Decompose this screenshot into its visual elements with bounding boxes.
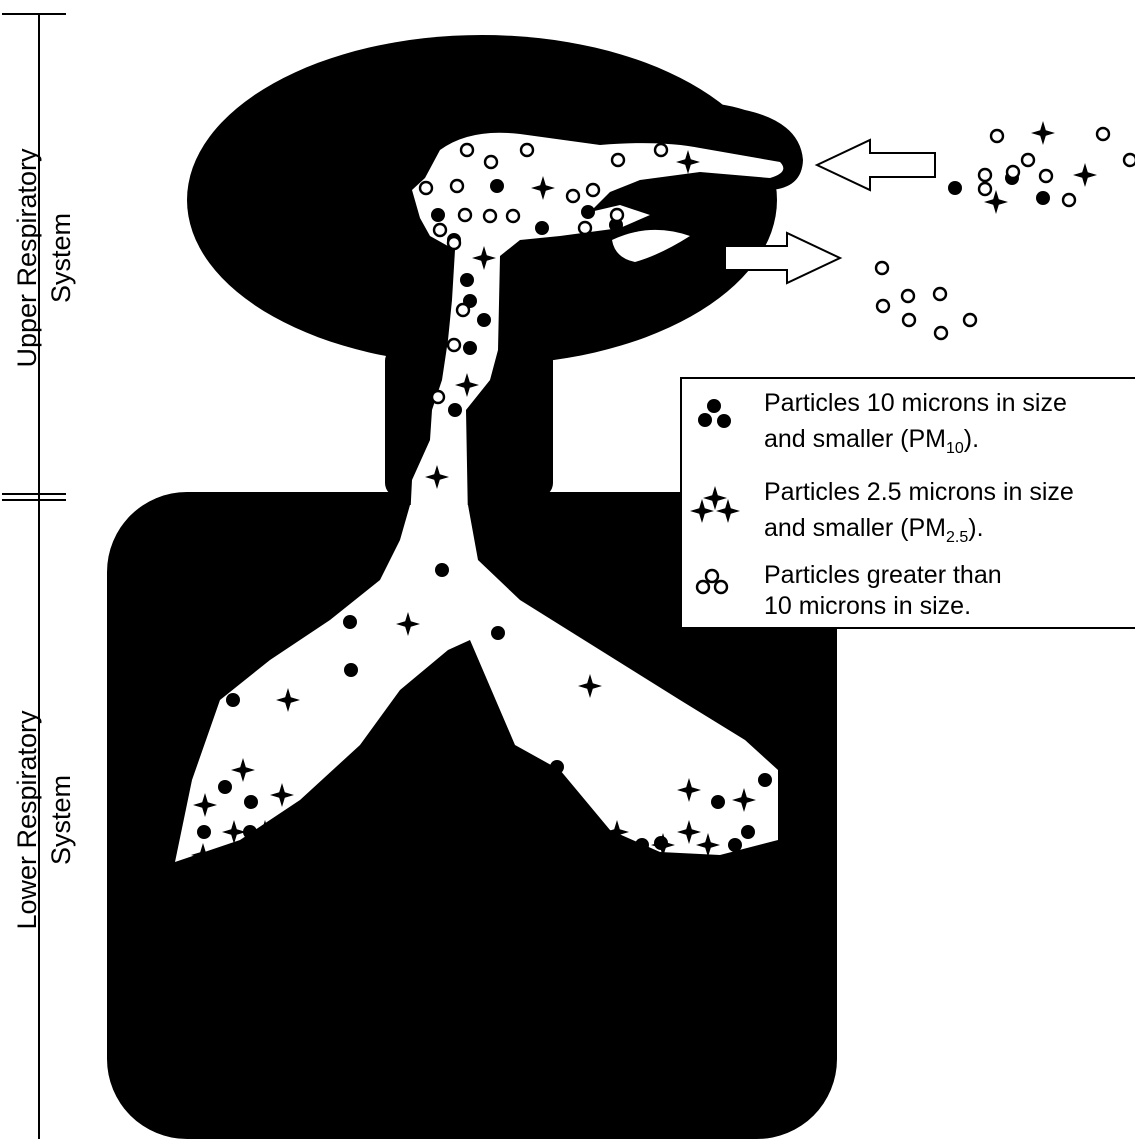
large-particle — [519, 142, 535, 158]
pm10-particle — [431, 208, 445, 222]
large-particle — [1122, 152, 1135, 168]
large-particle — [933, 325, 949, 341]
large-particle — [1005, 164, 1021, 180]
upper-label-line1: Upper Respiratory — [12, 148, 42, 368]
pm10-particle — [758, 773, 772, 787]
arrow-left-icon — [814, 138, 936, 192]
large-particle — [1095, 126, 1111, 142]
large-particle — [432, 222, 448, 238]
pm10-particle — [635, 838, 649, 852]
large-particle — [418, 180, 434, 196]
large-particle — [977, 167, 993, 183]
large-particle — [901, 312, 917, 328]
large-particle — [455, 302, 471, 318]
pm10-particle — [948, 181, 962, 195]
pm10-particle — [344, 663, 358, 677]
large-particle — [457, 207, 473, 223]
legend-box — [680, 377, 1135, 629]
legend-pm25-line2: and smaller (PM2.5). — [764, 514, 984, 546]
large-particle — [1061, 192, 1077, 208]
large-particle — [989, 128, 1005, 144]
legend-pm25-line1: Particles 2.5 microns in size — [764, 478, 1074, 506]
pm10-particle — [244, 795, 258, 809]
large-particle — [505, 208, 521, 224]
large-particle — [653, 142, 669, 158]
large-particle — [962, 312, 978, 328]
large-particle — [610, 152, 626, 168]
pm25-particle — [1073, 163, 1097, 187]
pm10-particle — [550, 760, 564, 774]
pm10-particle — [463, 341, 477, 355]
pm10-particle — [491, 626, 505, 640]
arrow-right-icon — [724, 231, 843, 285]
pm10-particle — [1036, 191, 1050, 205]
particles — [191, 121, 1135, 867]
large-particle — [1038, 168, 1054, 184]
pm10-particle — [435, 563, 449, 577]
pm10-particle — [477, 313, 491, 327]
oral-passage — [612, 229, 690, 262]
large-particle — [482, 208, 498, 224]
legend-large-line2: 10 microns in size. — [764, 592, 971, 620]
large-particle — [446, 235, 462, 251]
large-particle — [430, 389, 446, 405]
hollow-circle-icon — [695, 568, 729, 595]
bronchi — [175, 505, 778, 862]
scale-bar — [2, 13, 66, 1139]
pm10-particle — [490, 179, 504, 193]
pm10-particle — [218, 780, 232, 794]
pm10-particle — [197, 825, 211, 839]
pm25-particle — [1031, 121, 1055, 145]
large-particle — [585, 182, 601, 198]
filled-dot-icon — [698, 399, 731, 428]
legend-large-line1: Particles greater than — [764, 561, 1002, 589]
large-particle — [459, 142, 475, 158]
pm10-particle — [535, 221, 549, 235]
pm10-particle — [581, 205, 595, 219]
legend-pm10-line2: and smaller (PM10). — [764, 425, 979, 457]
large-particle — [609, 207, 625, 223]
large-particle — [446, 337, 462, 353]
large-particle — [577, 220, 593, 236]
large-particle — [874, 260, 890, 276]
upper-label-line2: System — [46, 213, 76, 303]
lower-system-label: Lower Respiratory System — [12, 710, 76, 930]
legend-pm10-line1: Particles 10 microns in size — [764, 389, 1067, 417]
large-particle — [932, 286, 948, 302]
large-particle — [449, 178, 465, 194]
legend: Particles 10 microns in size and smaller… — [680, 377, 1135, 629]
pm10-particle — [460, 273, 474, 287]
pm10-particle — [243, 825, 257, 839]
pm10-particle — [448, 403, 462, 417]
lower-label-line2: System — [46, 775, 76, 865]
pm10-particle — [711, 795, 725, 809]
pm10-particle — [653, 206, 667, 220]
pm10-particle — [728, 838, 742, 852]
lower-label-line1: Lower Respiratory — [12, 710, 42, 930]
pm10-particle — [741, 825, 755, 839]
large-particle — [875, 298, 891, 314]
large-particle — [1020, 152, 1036, 168]
upper-system-label: Upper Respiratory System — [12, 148, 76, 368]
large-particle — [483, 154, 499, 170]
pm10-particle — [343, 615, 357, 629]
large-particle — [977, 181, 993, 197]
large-particle — [900, 288, 916, 304]
pm10-particle — [226, 693, 240, 707]
large-particle — [565, 188, 581, 204]
